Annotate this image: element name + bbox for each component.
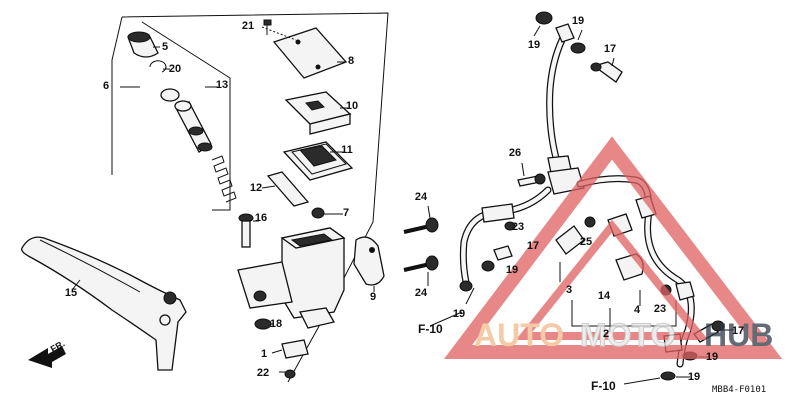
callout-22: 22 bbox=[257, 367, 269, 379]
callout-6: 6 bbox=[103, 80, 109, 92]
callout-24: 24 bbox=[415, 191, 428, 203]
callout-16: 16 bbox=[255, 212, 267, 224]
front-arrow: FR. bbox=[28, 338, 66, 368]
leader-19b bbox=[577, 29, 583, 41]
watermark-text-auto: AUTO bbox=[474, 317, 564, 353]
washer-part bbox=[160, 88, 180, 102]
screw-7 bbox=[311, 207, 343, 219]
spring-part bbox=[211, 155, 237, 203]
watermark-text-hub: HUB bbox=[704, 317, 773, 353]
callout-17: 17 bbox=[527, 240, 539, 252]
group-outline-left bbox=[111, 16, 123, 61]
watermark-text-moto: MOTO bbox=[580, 317, 675, 353]
callout-17: 17 bbox=[604, 43, 616, 55]
callout-19: 19 bbox=[706, 351, 718, 363]
callout-11: 11 bbox=[341, 144, 353, 156]
hose-clamp-3 bbox=[555, 225, 585, 282]
callout-24: 24 bbox=[415, 287, 428, 299]
banjo-bolt-17-top bbox=[590, 61, 623, 83]
reference-layer: F-10F-10 bbox=[418, 322, 616, 393]
callout-19: 19 bbox=[506, 264, 518, 276]
reference-f10: F-10 bbox=[591, 379, 616, 393]
pivot-bolt bbox=[238, 213, 259, 248]
callout-23: 23 bbox=[654, 303, 666, 315]
callout-20: 20 bbox=[169, 63, 181, 75]
callout-19: 19 bbox=[688, 371, 700, 383]
callout-8: 8 bbox=[348, 55, 354, 67]
drawing-code: MBB4-F0101 bbox=[712, 385, 766, 395]
callout-7: 7 bbox=[343, 207, 349, 219]
callout-5: 5 bbox=[162, 41, 168, 53]
group-outline-master-cylinder bbox=[121, 12, 389, 383]
callout-10: 10 bbox=[346, 100, 358, 112]
leader-19a bbox=[533, 25, 541, 37]
nut-18 bbox=[254, 318, 274, 330]
reservoir-plate bbox=[284, 91, 352, 135]
callout-2: 2 bbox=[603, 328, 609, 340]
callout-17: 17 bbox=[732, 325, 744, 337]
reservoir-diaphragm bbox=[282, 141, 354, 181]
callout-21: 21 bbox=[242, 20, 254, 32]
watermark: AUTO MOTO HUB bbox=[443, 136, 783, 359]
callout-19: 19 bbox=[572, 15, 584, 27]
callout-19: 19 bbox=[453, 308, 465, 320]
upper-brake-hose bbox=[535, 11, 586, 179]
callout-19: 19 bbox=[528, 39, 540, 51]
callout-4: 4 bbox=[634, 304, 641, 316]
callout-18: 18 bbox=[270, 318, 282, 330]
callout-1: 1 bbox=[261, 348, 267, 360]
reference-f10: F-10 bbox=[418, 322, 443, 336]
banjo-bolt-17-mid bbox=[481, 221, 516, 272]
bracket-piston-kit bbox=[141, 21, 231, 211]
leader-f10-b bbox=[623, 377, 661, 385]
boot-part bbox=[127, 31, 160, 58]
leader-f10-a bbox=[429, 311, 463, 327]
reservoir-cap bbox=[272, 27, 348, 79]
callout-12: 12 bbox=[250, 182, 262, 194]
master-cylinder-body bbox=[237, 227, 346, 329]
bolt-24-lower bbox=[403, 255, 439, 286]
bolt-26 bbox=[517, 162, 546, 187]
bracket-hose-group bbox=[571, 300, 677, 327]
leader-17a bbox=[611, 57, 615, 67]
seal-part bbox=[261, 171, 310, 207]
circlip-part bbox=[149, 60, 170, 73]
left-caliper-hose bbox=[459, 186, 552, 292]
leader-19d bbox=[465, 287, 475, 305]
screw-21 bbox=[261, 19, 297, 41]
bolt-24-upper bbox=[403, 205, 439, 234]
callout-3: 3 bbox=[566, 284, 572, 296]
callout-9: 9 bbox=[370, 291, 376, 303]
callout-26: 26 bbox=[509, 147, 521, 159]
callout-15: 15 bbox=[65, 287, 77, 299]
callout-25: 25 bbox=[580, 236, 592, 248]
callout-13: 13 bbox=[216, 79, 228, 91]
callout-14: 14 bbox=[598, 290, 611, 302]
handlebar-clamp bbox=[353, 236, 385, 292]
brake-lever bbox=[21, 236, 187, 371]
piston-part bbox=[174, 100, 213, 153]
callout-23: 23 bbox=[512, 221, 524, 233]
brake-switch bbox=[271, 339, 309, 379]
